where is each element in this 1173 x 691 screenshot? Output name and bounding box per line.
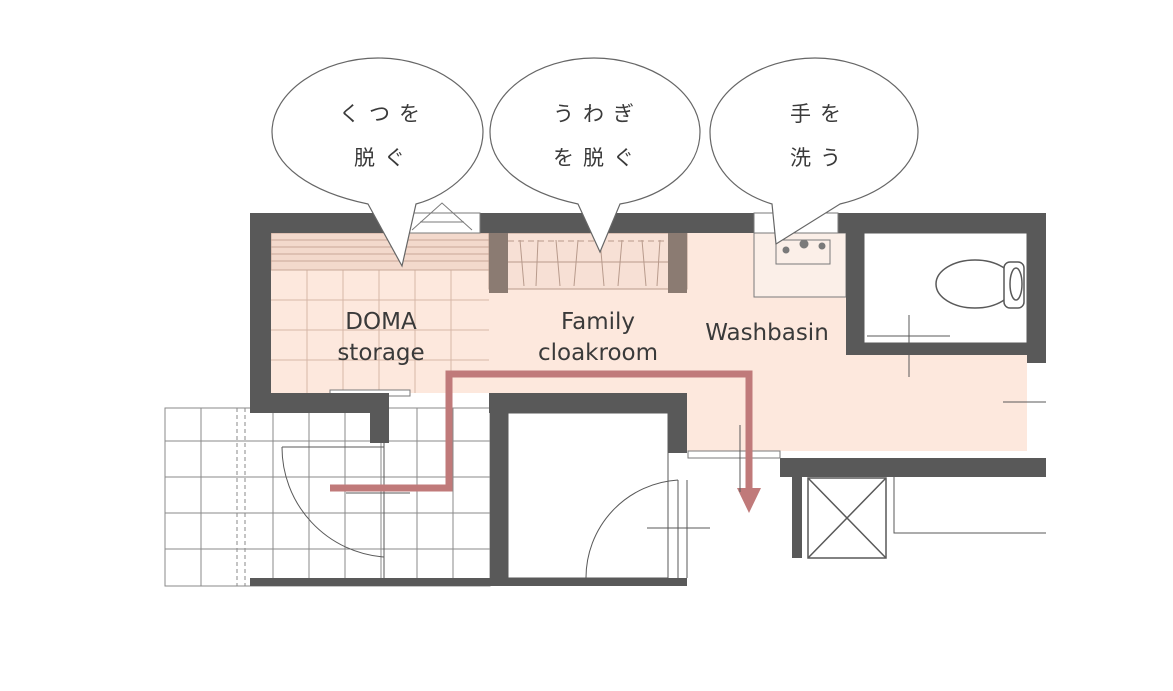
cloakroom-rail [488,232,688,290]
bubble-jacket-line2: を脱ぐ [553,146,643,170]
cloakroom-post-right [668,233,687,293]
path-arrow-icon [330,370,753,492]
washbasin-label: Washbasin [705,320,829,346]
bubble-shoes-line2: 脱ぐ [354,146,414,170]
path-arrowhead [737,488,761,513]
family-label-line1: Family [560,309,635,335]
lower-room [507,412,710,579]
shower-box-icon [807,477,887,559]
bubble-hands-line1: 手を [790,102,850,126]
room-label-doma: DOMA storage [316,307,446,369]
bubble-text-shoes: くつを 脱ぐ [318,92,450,180]
bubble-hands-line2: 洗う [790,146,850,170]
bubble-shoes-line1: くつを [339,102,429,126]
exterior-outline [893,477,1046,534]
bubble-text-jacket: うわぎ を脱ぐ [532,92,664,180]
toilet-icon [935,259,1025,309]
doma-label-line1: DOMA [345,309,417,335]
room-label-family-cloakroom: Family cloakroom [522,307,674,369]
room-label-washbasin: Washbasin [690,318,844,349]
speech-bubble-jacket [489,57,701,254]
walls [250,213,1046,586]
doma-label-line2: storage [337,340,425,366]
cloakroom-post-left [489,233,508,293]
entrance-door [281,443,410,578]
doma-shelves [270,232,490,271]
door-swing-icon [585,479,679,579]
speech-bubble-shoes [271,57,484,268]
entrance-tile-grid [164,407,491,587]
bubble-jacket-line1: うわぎ [553,102,643,126]
entry-bay-mark [411,202,473,231]
bubble-text-hands: 手を 洗う [754,92,886,180]
corridor-floor [850,355,1027,451]
family-label-line2: cloakroom [537,340,659,366]
washbasin-counter [753,232,847,298]
speech-bubble-hands [709,57,919,246]
entrance-door-swing-icon [281,446,385,558]
